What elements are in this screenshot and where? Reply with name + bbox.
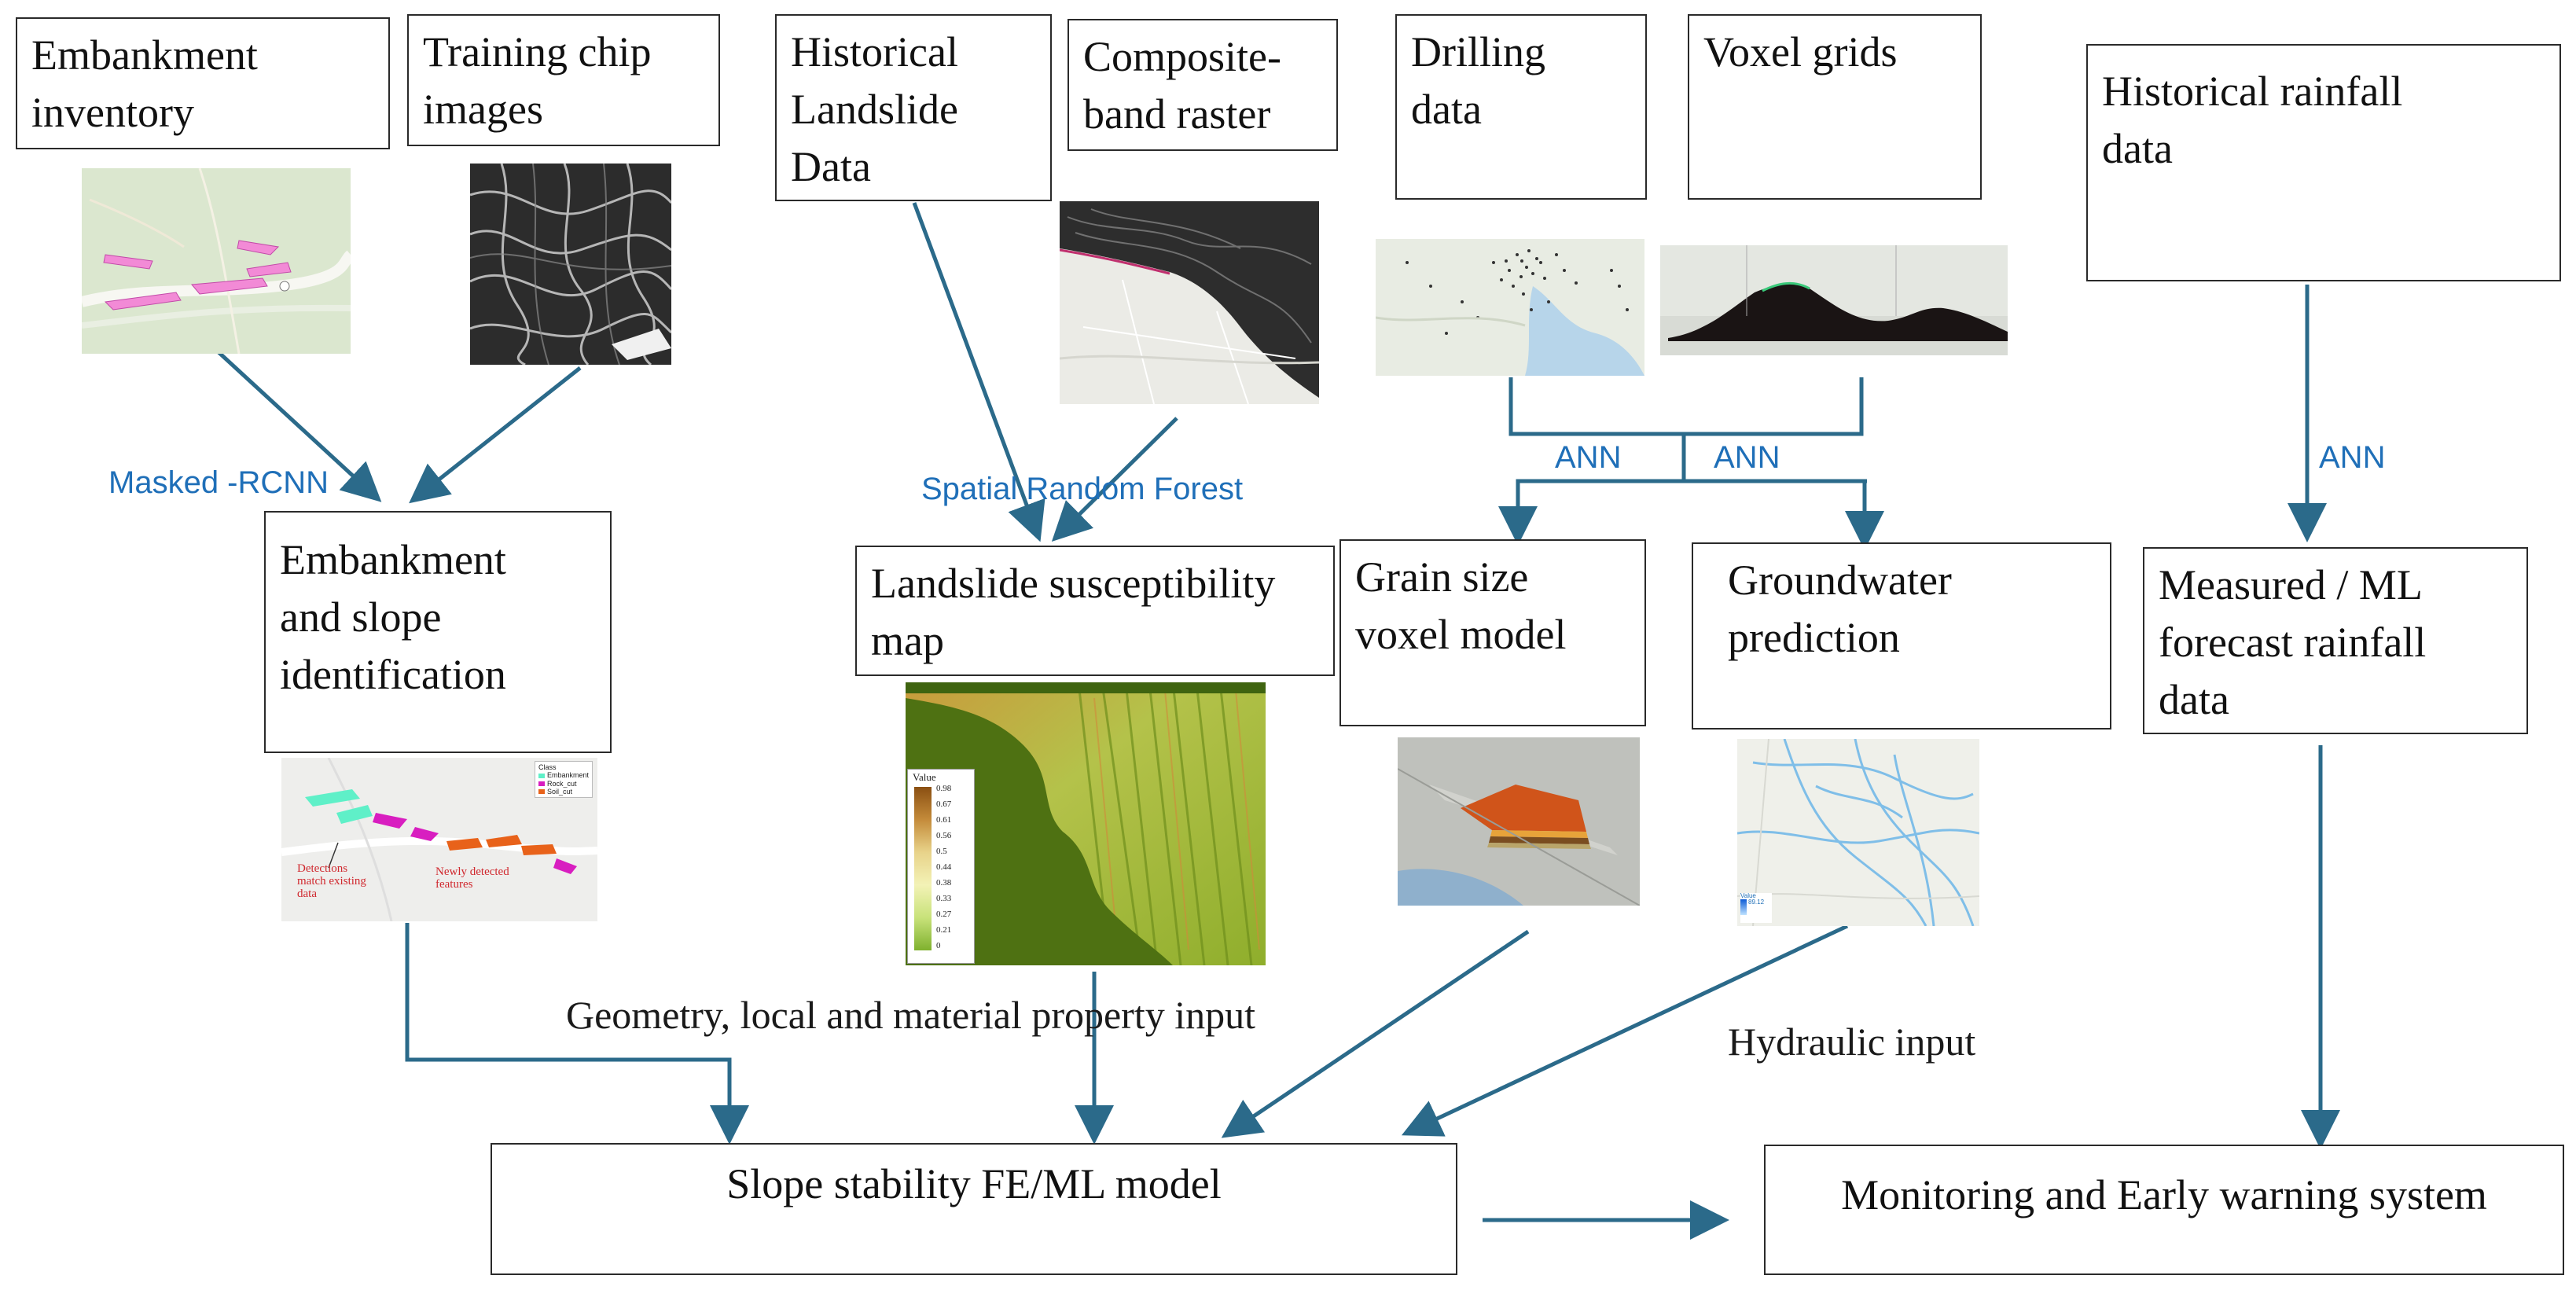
historical-landslide-data-box: Historical Landslide Data (775, 14, 1052, 201)
composite-band-raster-image (1060, 201, 1319, 404)
arrow-identification-to-slope (405, 923, 749, 1145)
hydraulic-input-label: Hydraulic input (1728, 1020, 1976, 1064)
groundwater-legend: Value 89.12 (1740, 893, 1772, 923)
groundwater-legend-title: Value (1740, 892, 1756, 899)
edge-label-spatial-random-forest: Spatial Random Forest (921, 472, 1244, 506)
embankment-slope-identification-box: Embankment and slope identification (264, 511, 612, 753)
susceptibility-tick-label: 0.5 (936, 847, 947, 856)
voxel-grids-box: Voxel grids (1688, 14, 1982, 200)
detection-legend-title: Class (538, 763, 557, 771)
susceptibility-tick-label: 0.56 (936, 831, 952, 840)
legend-label: Rock_cut (546, 779, 577, 788)
grain-size-voxel-image (1398, 737, 1640, 906)
training-chip-images-box: Training chip images (407, 14, 720, 146)
embankment-inventory-box: Embankment inventory (16, 17, 390, 149)
susceptibility-tick-label: 0.98 (936, 784, 952, 793)
susceptibility-tick-label: 0 (936, 941, 941, 950)
arrow-grain-to-slope (1221, 929, 1530, 1138)
susceptibility-color-ramp (914, 787, 932, 950)
edge-label-ann-rainfall: ANN (2319, 440, 2386, 475)
legend-swatch (538, 773, 545, 778)
arrow-to-grain-size (1498, 479, 1867, 546)
susceptibility-tick-label: 0.44 (936, 862, 952, 872)
measured-forecast-rainfall-box: Measured / ML forecast rainfall data (2143, 547, 2528, 734)
arrow-inventory-to-identification (217, 351, 382, 502)
connector-drilling-voxel (1508, 377, 1864, 436)
arrow-training-to-identification (409, 366, 582, 504)
grain-size-voxel-model-box: Grain size voxel model (1339, 539, 1646, 726)
susceptibility-tick-label: 0.61 (936, 815, 952, 825)
annotation-existing: Detections match existing data (297, 862, 366, 900)
groundwater-prediction-box: Groundwater prediction (1692, 542, 2111, 730)
groundwater-legend-range: 89.12 (1748, 899, 1765, 906)
slope-stability-model-box: Slope stability FE/ML model (491, 1143, 1457, 1275)
detection-legend-item: Soil_cut (538, 788, 589, 796)
monitoring-early-warning-box: Monitoring and Early warning system (1764, 1145, 2564, 1275)
arrow-groundwater-to-slope (1401, 924, 1849, 1137)
susceptibility-tick-label: 0.38 (936, 878, 952, 888)
susceptibility-legend: Value 0.98 0.67 0.61 0.56 0.5 0.44 0.38 0.33 0.2… (907, 769, 975, 964)
embankment-inventory-map-image (82, 168, 351, 354)
composite-band-raster-box: Composite- band raster (1068, 19, 1338, 151)
edge-label-ann-groundwater: ANN (1714, 440, 1780, 475)
susceptibility-tick-label: 0.27 (936, 910, 952, 919)
susceptibility-tick-label: 0.67 (936, 799, 952, 809)
groundwater-prediction-image: Value 89.12 (1737, 739, 1979, 926)
geometry-input-label: Geometry, local and material property in… (566, 993, 1256, 1037)
arrow-landslide-data-to-map (912, 202, 1045, 542)
landslide-susceptibility-map-box: Landslide susceptibility map (855, 546, 1335, 676)
legend-label: Embankment (546, 771, 589, 780)
arrow-raster-to-map (1051, 417, 1178, 542)
susceptibility-raster-image: Value 0.98 0.67 0.61 0.56 0.5 0.44 0.38 0.33 0.2… (906, 682, 1266, 965)
susceptibility-tick-label: 0.21 (936, 925, 952, 935)
drilling-data-map-image (1376, 239, 1644, 376)
susceptibility-tick-label: 0.33 (936, 894, 952, 903)
annotation-new: Newly detected features (435, 866, 509, 891)
edge-label-masked-rcnn: Masked -RCNN (108, 465, 329, 500)
detection-legend-item: Rock_cut (538, 780, 589, 788)
historical-rainfall-data-box: Historical rainfall data (2086, 44, 2561, 281)
detection-legend-item: Embankment (538, 771, 589, 779)
voxel-grids-image (1660, 245, 2008, 355)
susceptibility-legend-title: Value (913, 771, 936, 783)
legend-swatch (538, 781, 545, 786)
groundwater-color-ramp (1740, 899, 1747, 915)
drilling-data-box: Drilling data (1395, 14, 1647, 200)
legend-swatch (538, 789, 545, 795)
edge-label-ann-grain: ANN (1555, 440, 1622, 475)
training-chip-image (470, 164, 671, 365)
legend-label: Soil_cut (546, 788, 572, 796)
